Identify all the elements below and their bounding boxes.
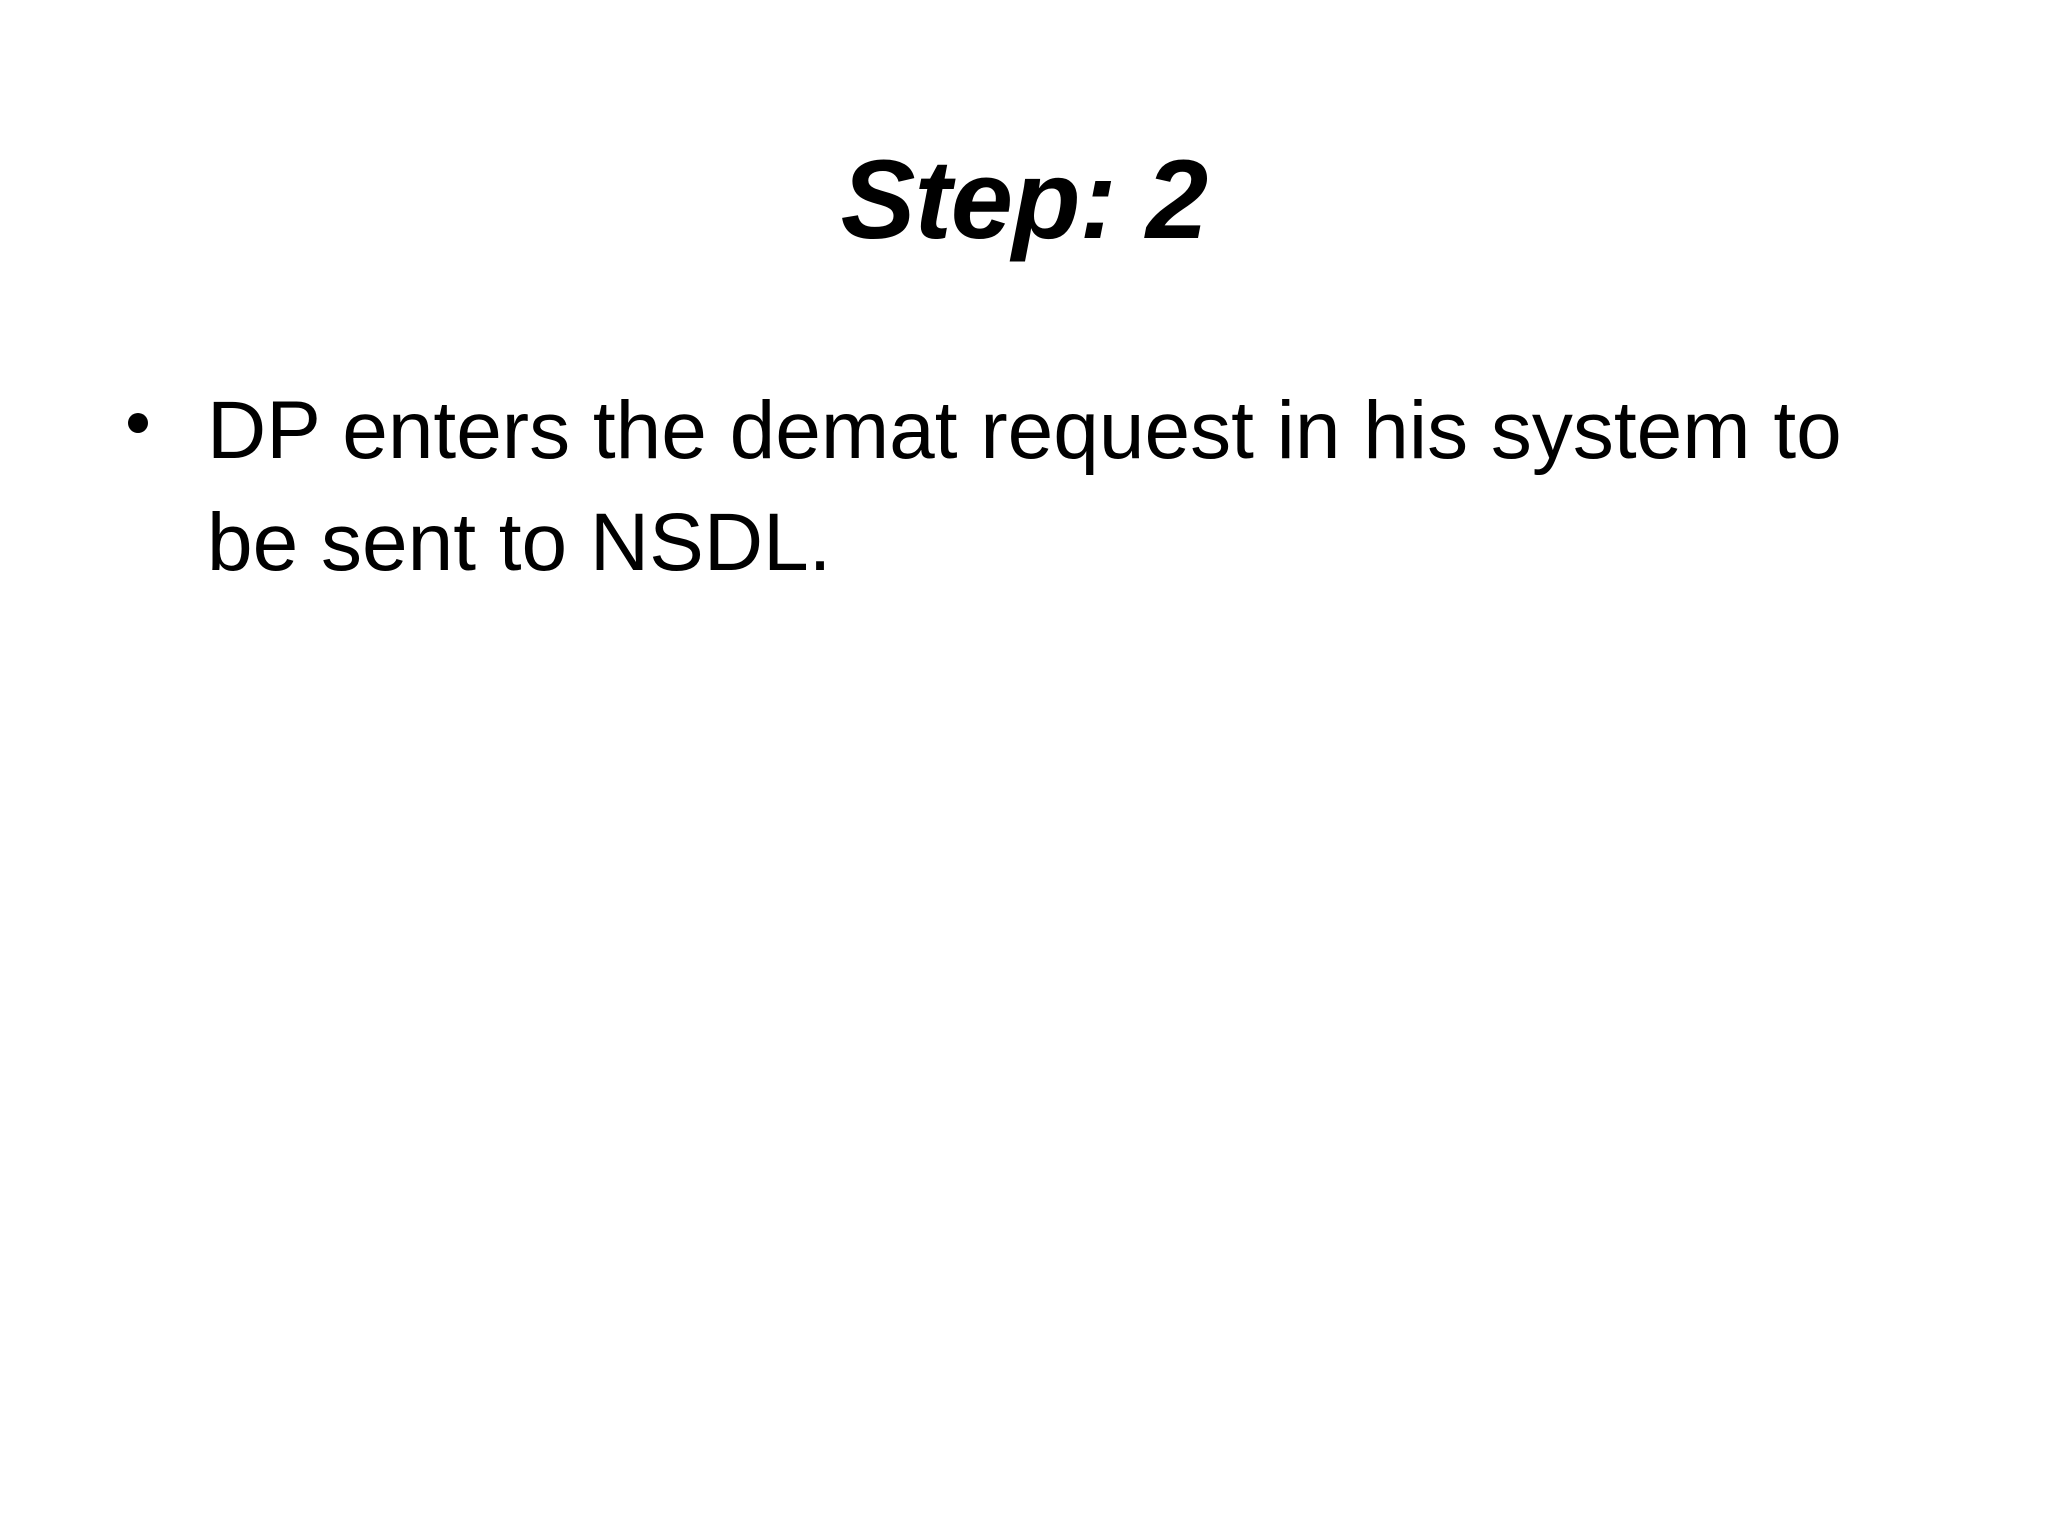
slide-title: Step: 2 (840, 137, 1208, 262)
bullet-item: DP enters the demat request in his syste… (207, 375, 1967, 599)
bullet-dot-icon (128, 413, 148, 433)
bullet-line-1: DP enters the demat request in his syste… (207, 385, 1842, 476)
bullet-line-2: be sent to NSDL. (207, 497, 832, 588)
